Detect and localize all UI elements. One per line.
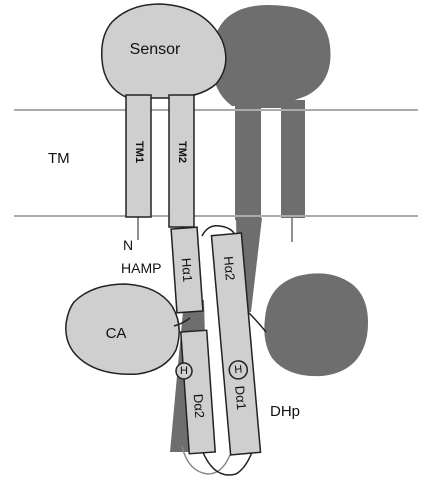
light-subunit: Hα1 Dα2 H Hα2 Dα1 H (65, 3, 262, 476)
dark-ca-linker (247, 311, 267, 333)
dhp-loop-left (181, 445, 231, 475)
da2-label: Dα2 (191, 393, 208, 418)
tm1-label: TM1 (133, 141, 145, 163)
histidine-label-right: H (234, 364, 243, 377)
ha1-helix (170, 226, 204, 314)
ca-linker (173, 317, 191, 327)
da2-helix (179, 329, 217, 455)
hamp-loop (201, 224, 237, 239)
ha2-label: Hα2 (221, 256, 238, 281)
dark-tm-bridge (235, 100, 305, 108)
dark-tm-helix-1 (235, 100, 261, 220)
ca-domain (65, 283, 180, 375)
light-sensor-domain (100, 3, 227, 99)
histidine-marker-left (175, 362, 193, 380)
histidine-marker-right (228, 360, 249, 380)
tm2-label: TM2 (176, 141, 188, 163)
dark-ca-domain (264, 273, 368, 377)
dhp-loop-right (201, 449, 253, 476)
dhp-label: DHp (270, 403, 300, 420)
tm2-helix (168, 94, 195, 228)
ca-label: CA (106, 325, 127, 342)
hamp-label: HAMP (121, 260, 161, 276)
ha1-label: Hα1 (179, 257, 196, 282)
tm-label: TM (48, 150, 70, 167)
histidine-label-left: H (180, 365, 188, 377)
ha2-da1-helix (210, 232, 262, 456)
da1-label: Dα1 (232, 385, 249, 410)
sensor-label: Sensor (130, 41, 181, 58)
n-terminus-label: N (123, 237, 133, 253)
dark-tm-helix-2 (281, 100, 305, 218)
dark-sensor-domain (211, 5, 331, 106)
